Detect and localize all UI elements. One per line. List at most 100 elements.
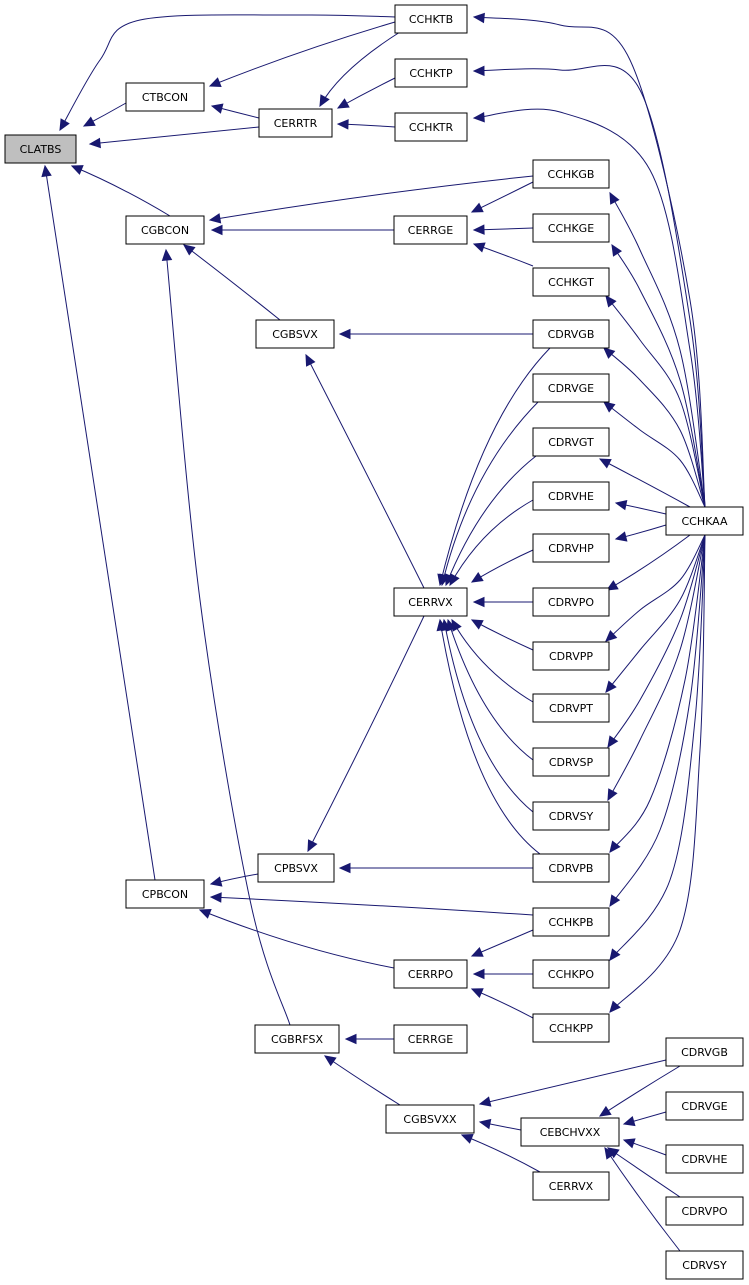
edge-cchkaa-to-cdrvgb [603, 347, 706, 508]
node-label: CDRVPO [548, 596, 594, 609]
arrowhead [338, 328, 351, 340]
node-cdrvgb[interactable]: CDRVGB [532, 319, 610, 349]
node-box [665, 1144, 744, 1174]
edge-cchkgb-to-cgbcon [208, 175, 534, 224]
node-label: CERRGE [408, 224, 453, 237]
node-cdrvsy[interactable]: CDRVSY [532, 801, 610, 831]
edge-cdrvgb2-to-cebchvxx [598, 1065, 681, 1117]
edge-line [449, 499, 534, 586]
node-label: CCHKPP [549, 1022, 593, 1035]
node-clatbs[interactable]: CLATBS [4, 134, 77, 164]
node-cdrvgb2[interactable]: CDRVGB [665, 1037, 744, 1067]
node-cchktp[interactable]: CCHKTP [394, 58, 468, 88]
node-label: CERRGE [408, 1033, 453, 1046]
arrowhead [598, 1105, 612, 1117]
node-label: CDRVGT [548, 436, 594, 449]
node-cchkge[interactable]: CCHKGE [532, 213, 610, 243]
node-label: CPBCON [142, 888, 188, 901]
arrowhead [319, 94, 330, 108]
node-box [532, 693, 610, 723]
node-cchkpp[interactable]: CCHKPP [532, 1013, 610, 1043]
node-box [532, 533, 610, 563]
node-cebchvxx[interactable]: CEBCHVXX [520, 1117, 620, 1147]
edge-cgbsvx-to-cgbcon [183, 244, 281, 321]
node-cerrtr[interactable]: CERRTR [258, 108, 333, 138]
arrowhead [609, 191, 620, 205]
node-box [393, 215, 468, 245]
edge-cgbrfsx-to-cgbcon [161, 248, 291, 1026]
node-label: CGBSVXX [403, 1113, 457, 1126]
node-cdrvgt[interactable]: CDRVGT [532, 427, 610, 457]
node-ctbcon[interactable]: CTBCON [125, 82, 205, 112]
node-cdrvge2[interactable]: CDRVGE [665, 1091, 744, 1121]
edge-line [603, 401, 706, 508]
node-box [532, 747, 610, 777]
edge-line [451, 619, 534, 703]
arrowhead [88, 137, 101, 149]
node-cchkgb[interactable]: CCHKGB [532, 159, 610, 189]
arrowhead [470, 572, 484, 583]
node-cerrpo[interactable]: CERRPO [393, 959, 468, 989]
edge-line [609, 534, 706, 853]
edge-line [183, 244, 281, 321]
node-label: CGBRFSX [271, 1033, 324, 1046]
edge-cgbsvxx-to-cgbrfsx [323, 1055, 401, 1106]
node-cchkgt[interactable]: CCHKGT [532, 267, 610, 297]
node-cerrge2[interactable]: CERRGE [393, 1024, 468, 1054]
node-cerrvx[interactable]: CERRVX [393, 587, 468, 617]
edge-line [210, 896, 534, 916]
edge-cdrvsp-to-cerrvx [446, 618, 534, 761]
node-label: CDRVHE [548, 490, 594, 503]
node-cgbsvx[interactable]: CGBSVX [255, 319, 335, 349]
edge-line [607, 534, 706, 748]
node-label: CDRVGE [548, 382, 594, 395]
arrowhead [614, 531, 628, 542]
node-cpbsvx[interactable]: CPBSVX [257, 853, 335, 883]
node-cchkaa[interactable]: CCHKAA [665, 506, 744, 536]
edge-cchkaa-to-cdrvpb [609, 534, 706, 853]
node-cchktb[interactable]: CCHKTB [394, 4, 468, 34]
arrowhead [605, 580, 619, 591]
node-cdrvpt[interactable]: CDRVPT [532, 693, 610, 723]
node-box [532, 427, 610, 457]
edge-line [199, 909, 395, 969]
node-cpbcon[interactable]: CPBCON [125, 879, 205, 909]
node-cdrvhe2[interactable]: CDRVHE [665, 1144, 744, 1174]
node-cdrvge[interactable]: CDRVGE [532, 373, 610, 403]
node-cerrge[interactable]: CERRGE [393, 215, 468, 245]
arrowhead [609, 1000, 621, 1013]
node-cgbcon[interactable]: CGBCON [125, 215, 205, 245]
node-cdrvhp[interactable]: CDRVHP [532, 533, 610, 563]
edge-line [209, 175, 534, 221]
arrowhead [307, 839, 318, 853]
node-label: CEBCHVXX [540, 1126, 601, 1139]
node-cdrvpo2[interactable]: CDRVPO [665, 1196, 744, 1226]
node-cdrvpp[interactable]: CDRVPP [532, 641, 610, 671]
node-cerrvx2[interactable]: CERRVX [532, 1171, 610, 1201]
edge-line [609, 534, 706, 961]
arrowhead [209, 892, 222, 903]
node-box [532, 213, 610, 243]
node-cgbrfsx[interactable]: CGBRFSX [254, 1024, 340, 1054]
node-cgbsvxx[interactable]: CGBSVXX [385, 1104, 475, 1134]
node-cdrvsy2[interactable]: CDRVSY [665, 1250, 744, 1280]
arrowhead [472, 242, 486, 253]
node-box [394, 4, 468, 34]
arrowhead [611, 243, 623, 257]
node-cdrvpb[interactable]: CDRVPB [532, 853, 610, 883]
node-label: CERRTR [274, 117, 318, 130]
edge-line [605, 534, 706, 693]
node-cchkpb[interactable]: CCHKPB [532, 907, 610, 937]
node-box [125, 879, 205, 909]
node-cchkpo[interactable]: CCHKPO [532, 959, 610, 989]
edge-cchkaa-to-cchktp [472, 65, 706, 508]
node-cdrvpo[interactable]: CDRVPO [532, 587, 610, 617]
arrowhead [622, 1138, 636, 1149]
arrowhead [208, 77, 222, 87]
node-cdrvhe[interactable]: CDRVHE [532, 481, 610, 511]
node-cchktr[interactable]: CCHKTR [394, 112, 468, 142]
node-box [665, 1037, 744, 1067]
node-box [532, 801, 610, 831]
node-cdrvsp[interactable]: CDRVSP [532, 747, 610, 777]
node-box [125, 215, 205, 245]
